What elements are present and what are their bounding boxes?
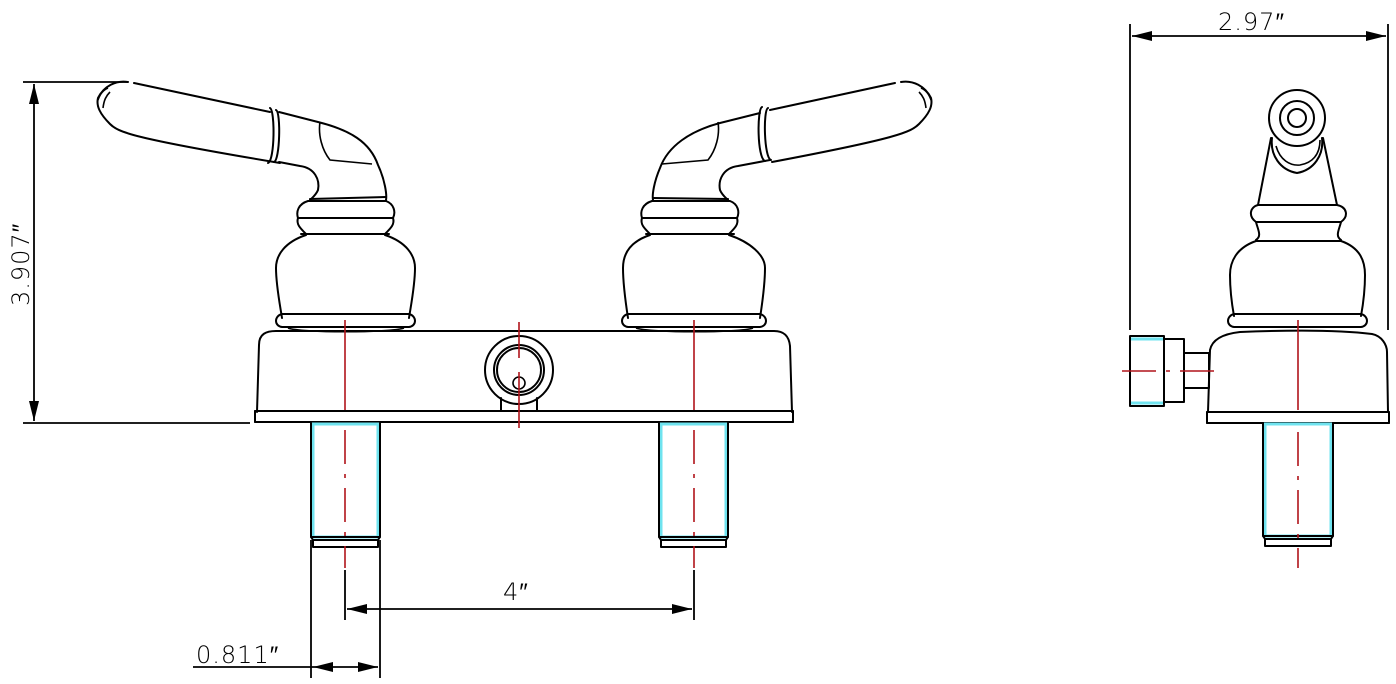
left-handle (96, 80, 416, 333)
shank-diameter-dimension: 0.811″ (193, 540, 381, 678)
right-shank (658, 422, 729, 548)
left-shank (310, 422, 381, 548)
height-dimension: 3.907″ (7, 81, 250, 424)
front-view: 4″ 0.811″ (96, 80, 933, 678)
depth-dimension: 2.97″ (1129, 8, 1389, 330)
depth-dimension-label: 2.97″ (1218, 8, 1285, 36)
right-handle (621, 80, 933, 333)
faucet-base (254, 330, 794, 423)
side-view: 2.97″ (1122, 8, 1390, 568)
side-handle (1227, 89, 1368, 328)
spacing-dimension: 4″ (344, 570, 695, 620)
height-dimension-label: 3.907″ (7, 223, 35, 306)
centerlines-side (1122, 320, 1299, 568)
spacing-dimension-label: 4″ (503, 578, 529, 606)
centerlines-front (344, 320, 695, 568)
shank-diameter-dimension-label: 0.811″ (196, 641, 279, 669)
